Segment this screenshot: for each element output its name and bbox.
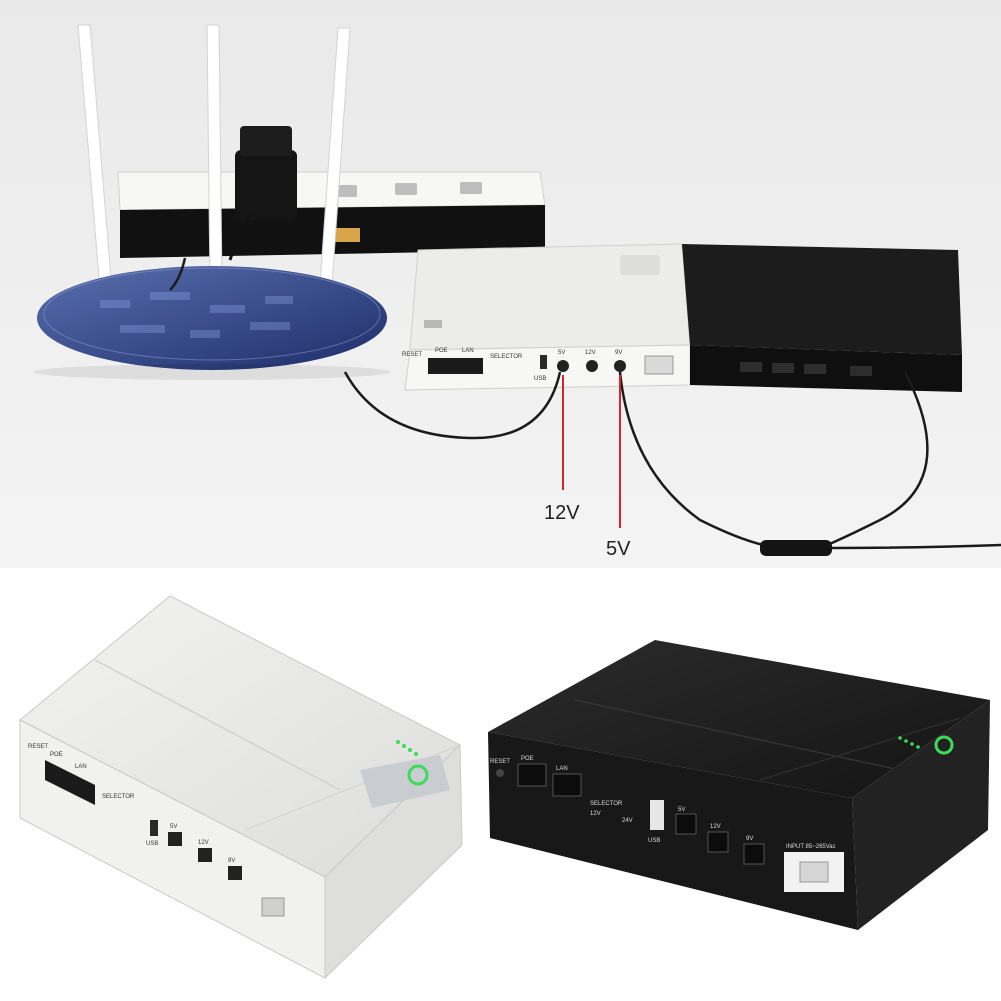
black-poe-port	[517, 763, 547, 787]
black-5v-label: 5V	[678, 807, 685, 813]
voltage-label-5v: 5V	[606, 538, 631, 560]
black-reset-button	[496, 769, 504, 777]
router-antenna	[77, 24, 351, 291]
black-dc-port-9v	[743, 843, 765, 865]
power-strip-socket	[335, 182, 482, 197]
black-dc-port-12v	[707, 831, 729, 853]
ups-top-reset-label: RESET	[402, 352, 422, 358]
white-lan-label: LAN	[75, 764, 87, 770]
voltage-guide: 12V 5V	[544, 375, 631, 560]
white-dc-port-9v	[228, 866, 242, 880]
black-usb-port	[650, 800, 664, 830]
black-sel-12v-label: 12V	[590, 811, 601, 817]
white-9v-label: 9V	[228, 858, 235, 864]
ups-white-top: RESET POE LAN SELECTOR USB 5V 12V 9V	[402, 243, 691, 391]
white-12v-label: 12V	[198, 840, 209, 846]
white-power-button-icon	[407, 764, 429, 786]
black-lan-label: LAN	[556, 766, 568, 772]
ups-top-lan-port	[428, 358, 483, 374]
ont-box	[682, 244, 962, 392]
white-5v-label: 5V	[170, 824, 177, 830]
ups-top-usb-port	[540, 355, 547, 369]
black-reset-label: RESET	[490, 759, 510, 765]
ups-top-5v-label: 5V	[558, 350, 565, 356]
white-led-panel	[360, 755, 450, 808]
black-poe-label: POE	[521, 756, 534, 762]
black-dc-port-5v	[675, 813, 697, 835]
white-ac-inlet	[261, 897, 285, 917]
ups-top-dc-port-9v	[614, 360, 626, 372]
black-12v-label: 12V	[710, 824, 721, 830]
black-usb-label: USB	[648, 838, 660, 844]
ups-top-dc-port-12v	[586, 360, 598, 372]
black-selector-label: SELECTOR	[590, 801, 623, 807]
black-status-leds	[898, 736, 920, 749]
black-9v-label: 9V	[746, 836, 753, 842]
power-adapter	[228, 126, 297, 261]
black-input-label: INPUT 85~265Vac	[786, 844, 836, 850]
cable-splitter	[760, 540, 832, 556]
white-usb-port	[150, 820, 158, 836]
ups-top-selector-label: SELECTOR	[490, 354, 523, 360]
strip-label	[330, 228, 360, 242]
ups-top-usb-label: USB	[534, 376, 546, 382]
white-dc-port-5v	[168, 832, 182, 846]
white-poe-label: POE	[50, 752, 63, 758]
ups-white-unit: RESET POE LAN SELECTOR USB 5V 12V 9V	[19, 595, 463, 980]
black-sel-24v-label: 24V	[622, 818, 633, 824]
ups-top-dc-port-5v	[557, 360, 569, 372]
white-dc-port-12v	[198, 848, 212, 862]
white-reset-label: RESET	[28, 744, 48, 750]
black-power-button-icon	[934, 735, 954, 755]
white-status-leds	[396, 740, 418, 756]
ups-black-unit: RESET POE LAN SELECTOR 12V 24V USB 5V 12…	[488, 640, 990, 930]
router	[34, 266, 390, 380]
ups-top-poe-label: POE	[435, 348, 448, 354]
top-scene: RESET POE LAN SELECTOR USB 5V 12V 9V	[0, 0, 1001, 568]
white-lan-port	[45, 760, 95, 805]
ups-top-lan-label: LAN	[462, 348, 474, 354]
voltage-label-12v: 12V	[544, 502, 580, 524]
black-lan-port	[552, 773, 582, 797]
ups-top-12v-label: 12V	[585, 350, 596, 356]
ups-top-9v-label: 9V	[615, 350, 622, 356]
white-usb-label: USB	[146, 841, 158, 847]
white-selector-label: SELECTOR	[102, 794, 135, 800]
